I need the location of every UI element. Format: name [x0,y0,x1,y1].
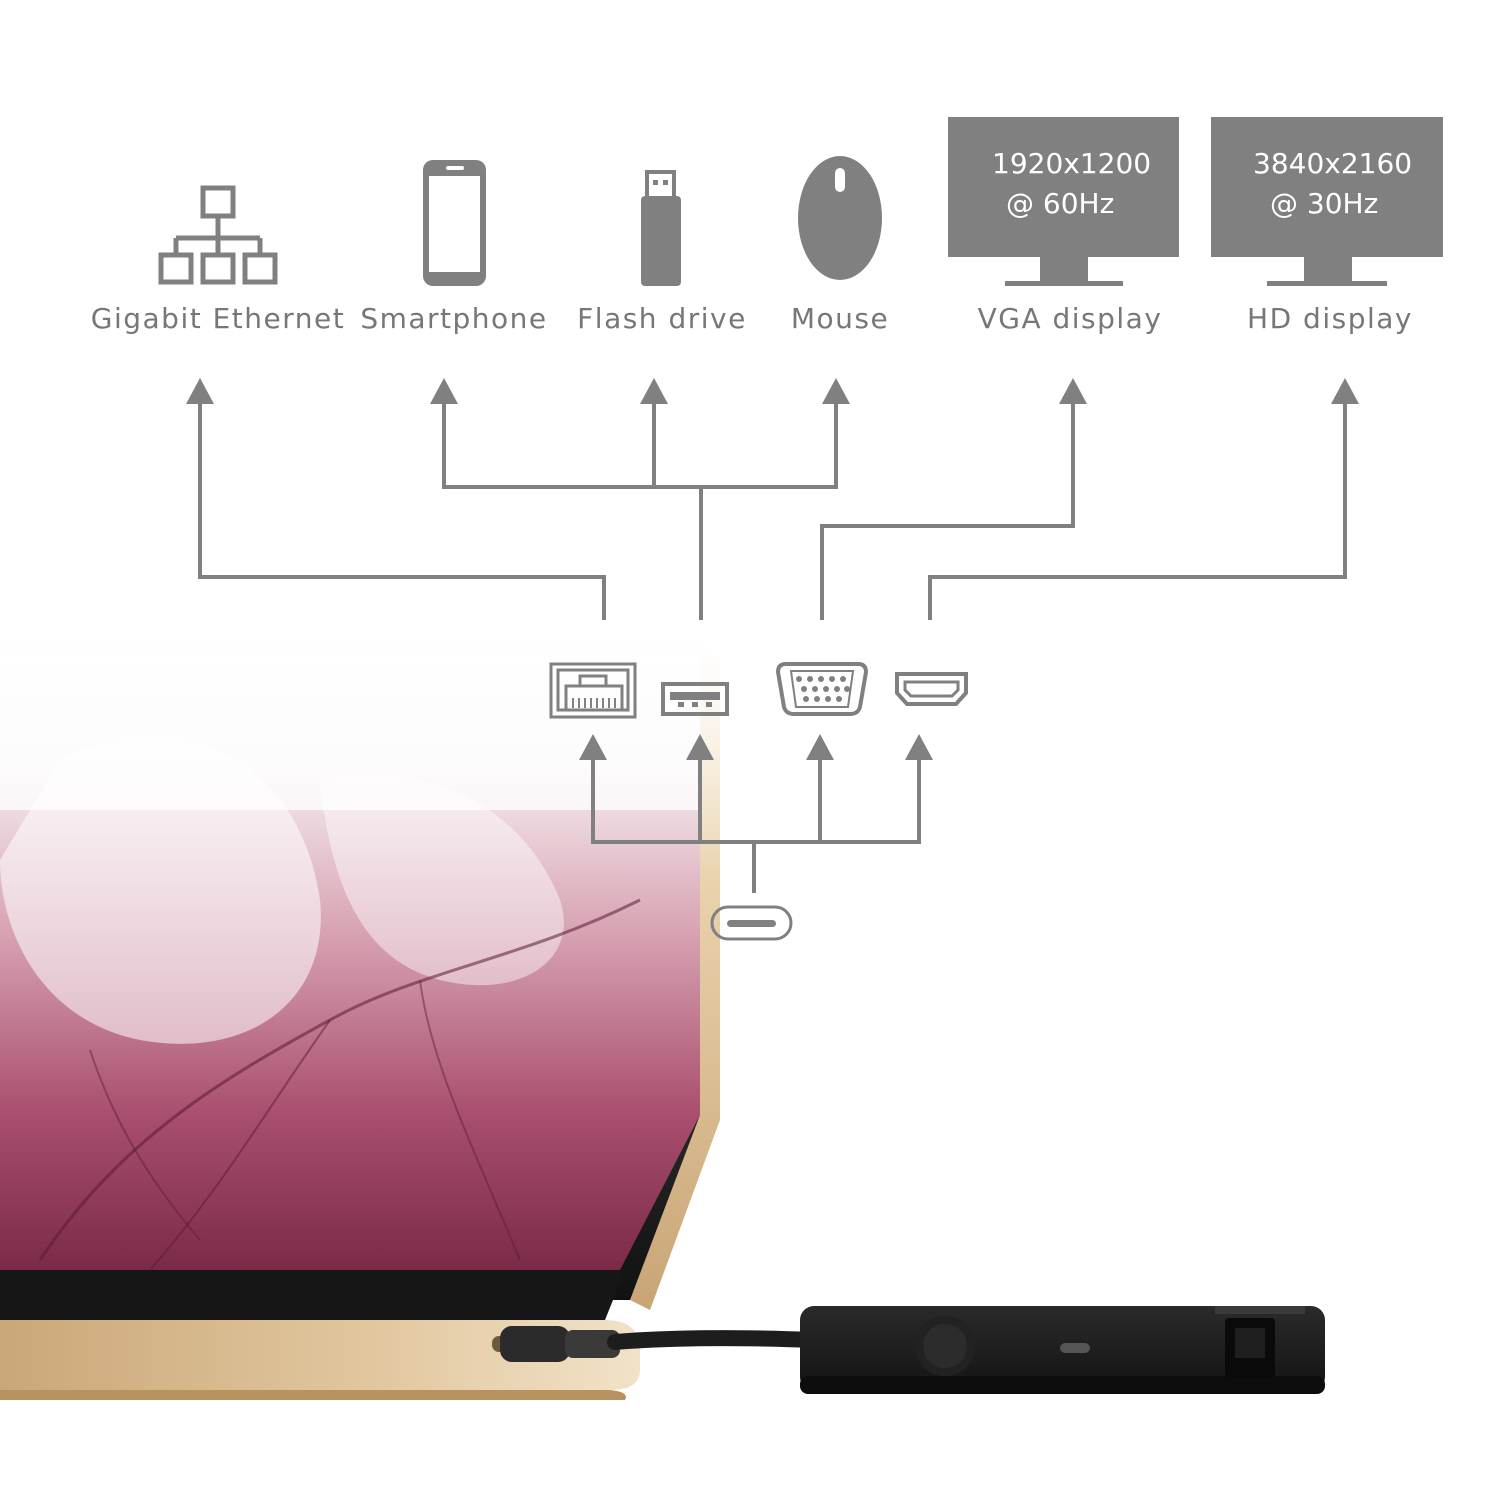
vga-refresh-text: @ 60Hz [1006,187,1115,220]
laptop-photo [0,640,760,1400]
vga-connection-line [820,400,1075,620]
hdmi-port-icon [895,672,968,706]
device-label-vga-display: VGA display [977,302,1163,335]
smartphone-icon [423,160,486,286]
mouse-icon [798,156,882,280]
network-icon [158,185,278,285]
usb-c-port-icon [710,905,793,941]
hd-resolution-text: 3840x2160 [1253,147,1413,180]
device-label-mouse: Mouse [790,302,890,335]
usb-c-dock-photo [500,1306,1325,1394]
usb-flash-drive-icon [641,170,681,286]
vga-port-icon [775,662,869,716]
device-label-gigabit-ethernet: Gigabit Ethernet [90,302,346,335]
device-label-smartphone: Smartphone [360,302,548,335]
ethernet-connection-line [198,400,606,620]
monitor-icon [948,117,1179,286]
usb-a-port-icon [661,682,729,716]
ethernet-port-icon [549,662,637,719]
arrowheads [186,378,1359,760]
hdmi-connection-line [928,400,1347,620]
connection-diagram [198,400,1347,893]
usb-connection-line [442,400,703,620]
device-label-flash-drive: Flash drive [577,302,747,335]
monitor-icon [1211,117,1443,286]
vga-resolution-text: 1920x1200 [992,147,1152,180]
device-label-hd-display: HD display [1247,302,1413,335]
hd-refresh-text: @ 30Hz [1270,187,1379,220]
